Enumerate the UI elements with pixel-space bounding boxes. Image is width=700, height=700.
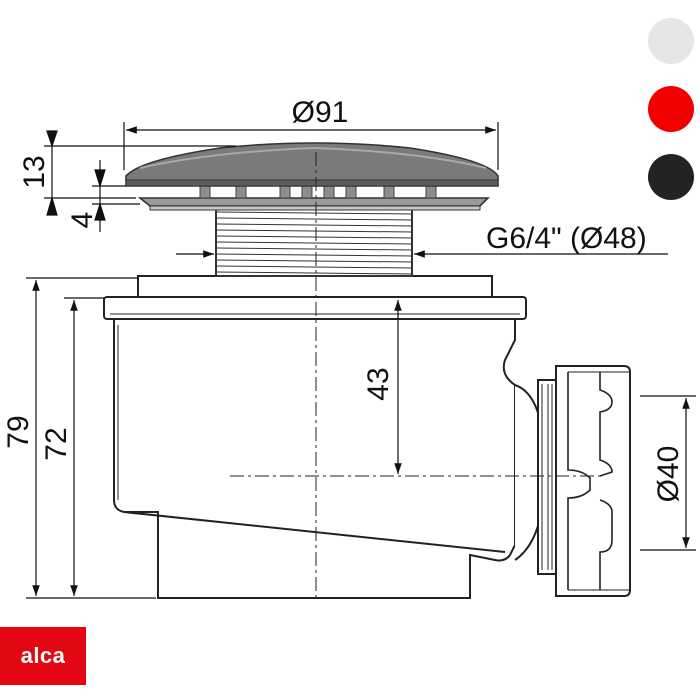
threaded-neck <box>215 205 413 277</box>
color-swatch-red <box>648 86 694 132</box>
dimension-lines <box>26 122 696 599</box>
color-swatch-white <box>648 18 694 64</box>
dim-outlet-diameter: Ø40 <box>652 446 685 503</box>
dim-cap-height: 13 <box>18 155 51 188</box>
dim-thread: G6/4" (Ø48) <box>486 222 647 255</box>
dim-outlet-depth: 43 <box>362 367 395 400</box>
color-swatch-black <box>648 154 694 200</box>
drain-body <box>103 275 631 599</box>
dim-cap-diameter: Ø91 <box>292 96 349 129</box>
dim-total-height: 79 <box>2 415 35 448</box>
alca-logo: alca <box>0 627 86 685</box>
drain-cap <box>125 142 499 187</box>
logo-text: alca <box>20 643 66 668</box>
dim-grate-thickness: 4 <box>66 212 99 229</box>
dim-body-height: 72 <box>40 427 73 460</box>
center-lines <box>230 152 604 598</box>
grate-plate <box>137 197 490 211</box>
cap-supports <box>199 185 437 199</box>
